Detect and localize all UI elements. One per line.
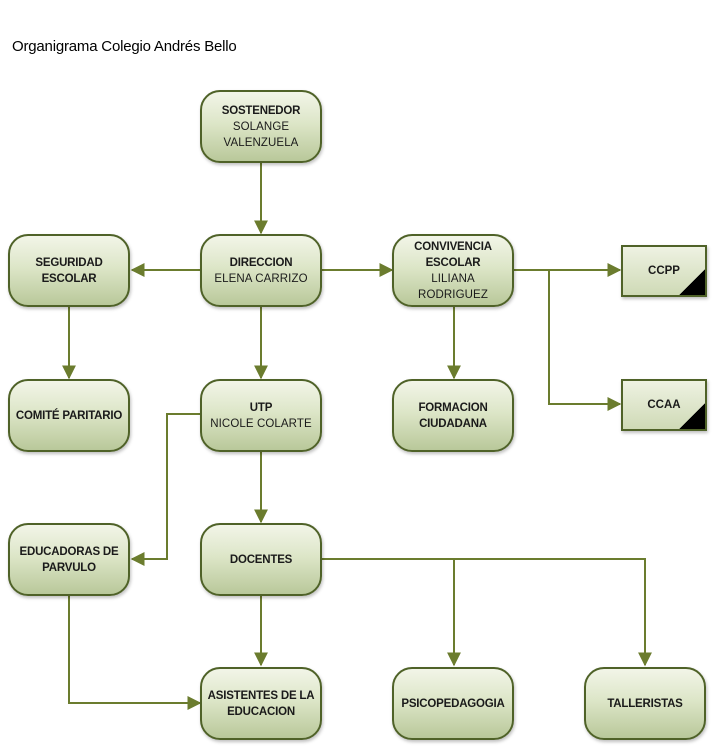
chart-title: Organigrama Colegio Andrés Bello — [12, 38, 237, 55]
node-formacion-name-line2: CIUDADANA — [419, 417, 487, 430]
edge-utp-educadoras — [130, 413, 202, 566]
node-talleristas[interactable]: TALLERISTAS — [584, 667, 706, 740]
node-utp-person: NICOLE COLARTE — [210, 417, 312, 430]
node-convivencia-person-line2: RODRIGUEZ — [418, 288, 488, 301]
node-sostenedor-person-line2: VALENZUELA — [223, 136, 299, 149]
node-formacion-ciudadana[interactable]: FORMACION CIUDADANA — [392, 379, 514, 452]
node-sostenedor-name: SOSTENEDOR — [221, 104, 301, 117]
node-seguridad-name-line2: ESCOLAR — [41, 272, 97, 285]
node-educadoras-name-line2: PARVULO — [42, 561, 96, 574]
node-asistentes-name-line1: ASISTENTES DE LA — [207, 689, 315, 702]
node-seguridad-escolar[interactable]: SEGURIDAD ESCOLAR — [8, 234, 130, 307]
edge-convivencia-ccaa — [548, 270, 622, 411]
node-ccaa-name: CCAA — [647, 399, 681, 411]
node-convivencia-name-line1: CONVIVENCIA — [414, 240, 492, 253]
node-educadoras-name-line1: EDUCADORAS DE — [19, 545, 119, 558]
node-direccion-name: DIRECCION — [229, 256, 293, 269]
node-convivencia-person-line1: LILIANA — [431, 272, 475, 285]
corner-triangle-icon — [679, 403, 705, 429]
node-psicopedagogia-name: PSICOPEDAGOGIA — [401, 697, 505, 710]
node-educadoras-parvulo[interactable]: EDUCADORAS DE PARVULO — [8, 523, 130, 596]
node-psicopedagogia[interactable]: PSICOPEDAGOGIA — [392, 667, 514, 740]
node-asistentes-name-line2: EDUCACION — [227, 705, 295, 718]
node-comite-paritario[interactable]: COMITÉ PARITARIO — [8, 379, 130, 452]
node-ccpp[interactable]: CCPP — [621, 245, 707, 297]
node-docentes-name: DOCENTES — [229, 553, 293, 566]
node-docentes[interactable]: DOCENTES — [200, 523, 322, 596]
node-direccion[interactable]: DIRECCION ELENA CARRIZO — [200, 234, 322, 307]
node-utp[interactable]: UTP NICOLE COLARTE — [200, 379, 322, 452]
node-formacion-name-line1: FORMACION — [418, 401, 488, 414]
node-sostenedor[interactable]: SOSTENEDOR SOLANGE VALENZUELA — [200, 90, 322, 163]
node-talleristas-name: TALLERISTAS — [607, 697, 683, 710]
node-seguridad-name-line1: SEGURIDAD — [35, 256, 103, 269]
node-direccion-person: ELENA CARRIZO — [214, 272, 308, 285]
node-ccaa[interactable]: CCAA — [621, 379, 707, 431]
edge-docentes-talleristas — [322, 558, 652, 667]
edge-educadoras-asistentes — [68, 596, 202, 710]
node-comite-name: COMITÉ PARITARIO — [15, 409, 123, 422]
edge-docentes-psicopedagogia — [322, 558, 461, 667]
node-sostenedor-person-line1: SOLANGE — [232, 120, 290, 133]
node-asistentes-educacion[interactable]: ASISTENTES DE LA EDUCACION — [200, 667, 322, 740]
node-utp-name: UTP — [249, 401, 273, 414]
node-convivencia-name-line2: ESCOLAR — [425, 256, 481, 269]
corner-triangle-icon — [679, 269, 705, 295]
node-ccpp-name: CCPP — [648, 265, 680, 277]
node-convivencia-escolar[interactable]: CONVIVENCIA ESCOLAR LILIANA RODRIGUEZ — [392, 234, 514, 307]
